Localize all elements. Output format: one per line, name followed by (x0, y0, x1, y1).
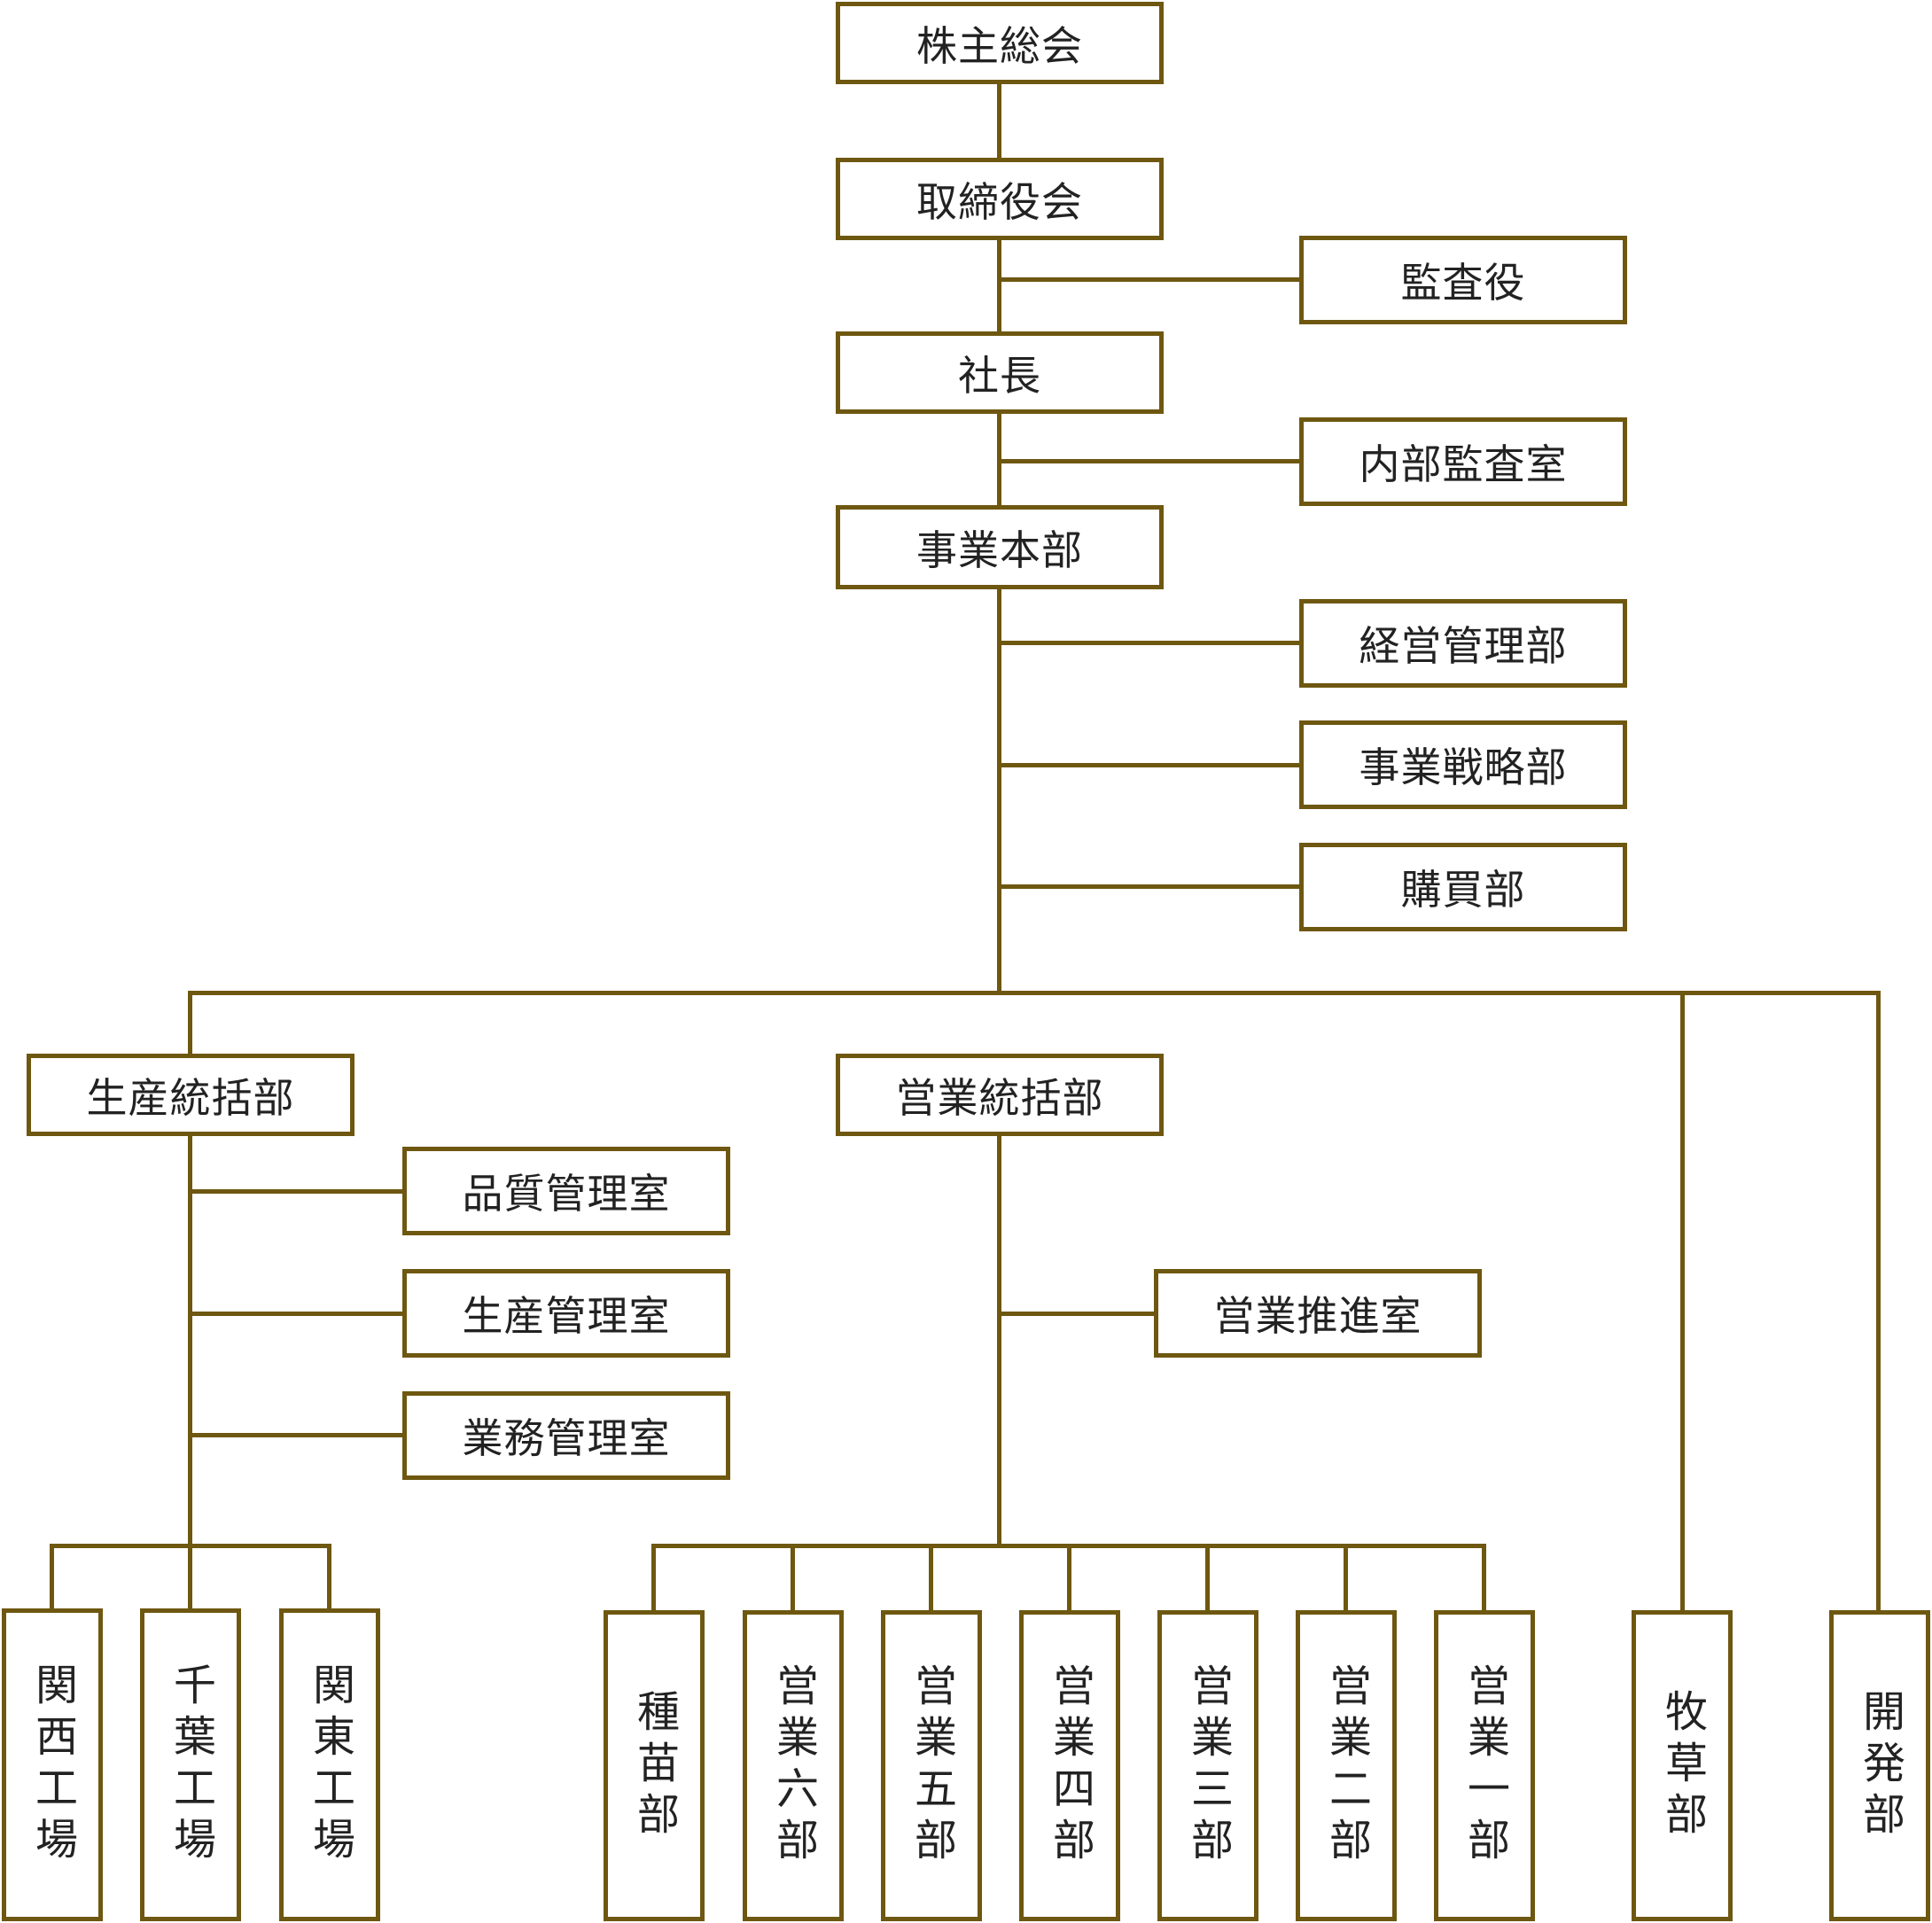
connector-production-div (188, 993, 192, 1056)
node-label: 経営管理部 (1359, 622, 1568, 670)
node-label: 生産統括部 (86, 1073, 295, 1122)
connector-management (1000, 641, 1301, 645)
node-label: 関東工場 (305, 1662, 354, 1868)
connector-quality (191, 1189, 405, 1194)
connector-pasture (1680, 993, 1685, 1613)
connector-chiba-factory (188, 1545, 192, 1613)
node-sales-dept-5: 営業五部 (881, 1610, 982, 1921)
connector-sales4 (1067, 1545, 1071, 1615)
connector-kansai-factory (50, 1545, 54, 1613)
node-operations-management: 業務管理室 (402, 1391, 730, 1480)
node-label: 業務管理室 (462, 1414, 671, 1462)
connector-production-mgmt (191, 1312, 405, 1316)
node-label: 営業四部 (1045, 1662, 1095, 1869)
node-label: 千葉工場 (166, 1662, 215, 1868)
node-label: 営業統括部 (895, 1073, 1104, 1122)
node-label: 営業推進室 (1213, 1292, 1422, 1340)
connector-strategy (1000, 763, 1301, 767)
node-purchasing: 購買部 (1299, 843, 1627, 931)
connector-sales-promo (1000, 1312, 1155, 1316)
node-production-division: 生産統括部 (27, 1054, 354, 1136)
node-president: 社長 (836, 331, 1164, 414)
node-label: 品質管理室 (462, 1170, 671, 1218)
node-label: 監査役 (1400, 259, 1526, 307)
node-label: 営業三部 (1183, 1662, 1233, 1869)
node-label: 事業戦略部 (1359, 744, 1568, 791)
node-board-of-directors: 取締役会 (836, 158, 1164, 240)
connector-sales3 (1205, 1545, 1210, 1615)
node-auditor: 監査役 (1299, 236, 1627, 324)
node-pasture-dept: 牧草部 (1632, 1610, 1733, 1921)
node-sales-dept-6: 営業六部 (743, 1610, 844, 1921)
node-business-hq: 事業本部 (836, 505, 1164, 589)
node-management: 経営管理部 (1299, 599, 1627, 688)
node-label: 種苗部 (629, 1688, 679, 1843)
connector-operations-mgmt (191, 1433, 405, 1437)
node-label: 事業本部 (916, 526, 1083, 574)
connector-sales2 (1344, 1545, 1348, 1615)
node-shareholders-meeting: 株主総会 (836, 2, 1164, 84)
connector-auditor (1000, 277, 1301, 282)
node-label: 社長 (958, 351, 1041, 400)
node-sales-dept-3: 営業三部 (1157, 1610, 1258, 1921)
node-seeds-dept: 種苗部 (604, 1610, 705, 1921)
node-sales-division: 営業統括部 (836, 1054, 1164, 1136)
node-label: 開発部 (1855, 1688, 1905, 1843)
node-chiba-factory: 千葉工場 (140, 1608, 241, 1921)
connector-division-bar (188, 991, 1881, 995)
node-quality-control: 品質管理室 (402, 1147, 730, 1235)
node-strategy: 事業戦略部 (1299, 720, 1627, 809)
connector-kanto-factory (327, 1545, 331, 1613)
node-label: 内部監査室 (1359, 440, 1568, 488)
connector-sales6 (791, 1545, 795, 1615)
node-label: 牧草部 (1657, 1688, 1707, 1843)
node-sales-dept-4: 営業四部 (1019, 1610, 1120, 1921)
connector-sales1 (1482, 1545, 1486, 1615)
node-label: 株主総会 (916, 21, 1083, 70)
connector-sales-trunk (997, 1133, 1001, 1547)
connector-internal-audit (1000, 459, 1301, 463)
node-production-management: 生産管理室 (402, 1269, 730, 1358)
node-label: 購買部 (1400, 866, 1526, 914)
connector-sales5 (929, 1545, 933, 1615)
connector-development (1876, 993, 1881, 1613)
connector-production-trunk (188, 1133, 192, 1547)
node-label: 営業五部 (907, 1662, 956, 1869)
node-sales-dept-2: 営業二部 (1296, 1610, 1397, 1921)
connector-seeds (651, 1545, 656, 1615)
node-label: 営業六部 (768, 1662, 818, 1869)
node-label: 営業二部 (1321, 1662, 1371, 1869)
node-label: 生産管理室 (462, 1292, 671, 1340)
node-internal-audit: 内部監査室 (1299, 417, 1627, 506)
node-sales-dept-1: 営業一部 (1434, 1610, 1535, 1921)
node-label: 取締役会 (916, 177, 1083, 226)
node-label: 営業一部 (1460, 1662, 1509, 1869)
node-development-dept: 開発部 (1829, 1610, 1930, 1921)
node-kansai-factory: 関西工場 (2, 1608, 103, 1921)
node-sales-promotion: 営業推進室 (1154, 1269, 1482, 1358)
node-kanto-factory: 関東工場 (279, 1608, 380, 1921)
connector-purchasing (1000, 884, 1301, 889)
node-label: 関西工場 (27, 1662, 77, 1868)
